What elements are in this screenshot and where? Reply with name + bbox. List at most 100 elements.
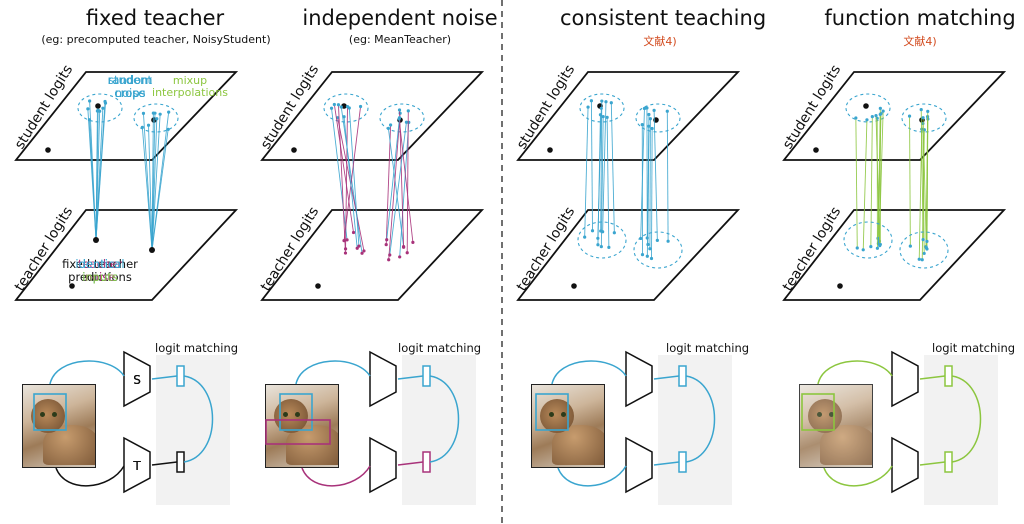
logit-point <box>332 102 336 107</box>
logit-point <box>922 251 926 256</box>
logit-dot <box>95 103 101 109</box>
logit-point <box>612 231 616 235</box>
matching-curve <box>685 375 716 463</box>
logit-link <box>600 116 604 247</box>
logit-point <box>648 117 652 121</box>
logit-point <box>925 239 929 243</box>
logit-dot <box>813 147 819 153</box>
logit-point <box>666 239 670 243</box>
logit-matching-bg <box>402 355 476 505</box>
logit-point <box>343 251 348 255</box>
logit-point <box>360 251 364 255</box>
logit-point <box>640 123 644 127</box>
logit-point <box>387 258 391 262</box>
logit-point <box>652 108 656 112</box>
logit-link <box>398 118 414 243</box>
logit-link <box>338 104 346 254</box>
logit-point <box>398 111 402 115</box>
logit-point <box>103 101 108 105</box>
logit-link <box>862 119 868 250</box>
matching-curve <box>951 375 982 463</box>
logit-link <box>651 128 653 259</box>
student-plane-label: student logits <box>258 62 322 152</box>
student-annotation: student <box>108 73 152 87</box>
logit-point <box>878 112 882 117</box>
logit-link <box>922 117 927 248</box>
student-plane-label: student logits <box>780 62 844 152</box>
panel4-logit-matching-label: logit matching <box>932 341 1016 355</box>
teacher-model-label: T <box>132 459 141 473</box>
teacher-plane <box>260 209 485 301</box>
teacher-logit-bar <box>176 451 185 473</box>
logit-link <box>386 117 400 240</box>
logit-point <box>861 248 865 252</box>
logit-point <box>357 244 361 248</box>
crop-region <box>379 103 425 133</box>
logit-link <box>141 127 153 251</box>
logit-dot <box>863 103 869 109</box>
logit-point <box>406 109 410 113</box>
logit-link <box>406 110 409 253</box>
logit-link <box>918 129 923 260</box>
panel3-logit-matching-label: logit matching <box>666 341 750 355</box>
logit-point <box>855 246 859 250</box>
panel2-title: independent noise <box>302 6 498 30</box>
logit-link <box>151 118 158 251</box>
panel2-logit-matching-label: logit matching <box>398 341 482 355</box>
panel1-subtitle: (eg: precomputed teacher, NoisyStudent) <box>41 33 271 46</box>
teacher-logit-bar <box>944 451 953 473</box>
logit-point <box>95 109 100 113</box>
student-annotation: crops <box>114 86 145 100</box>
logit-point <box>878 242 882 247</box>
logit-point <box>385 238 389 242</box>
identical-input-region <box>843 221 893 259</box>
student-annotation: crops <box>114 86 145 100</box>
panel3-subtitle: 文献4) <box>643 35 677 48</box>
logit-point <box>590 229 595 233</box>
logit-point <box>397 116 402 120</box>
crop-region <box>323 93 369 123</box>
student-annotation: random <box>108 73 153 87</box>
logit-point <box>596 243 600 247</box>
logit-point <box>600 99 604 103</box>
logit-point <box>598 113 603 117</box>
logit-point <box>599 106 603 110</box>
student-model-label: S <box>133 373 141 387</box>
teacher-crop-box <box>265 419 331 445</box>
logit-point <box>397 108 402 112</box>
image-to-student-link <box>295 360 371 385</box>
logit-link <box>600 101 603 232</box>
logit-point <box>358 104 363 109</box>
teacher-prediction <box>149 247 155 253</box>
student-annotation: noise <box>115 86 146 100</box>
logit-point <box>607 245 611 249</box>
logit-point <box>601 230 605 234</box>
logit-link <box>151 113 154 251</box>
teacher-annotation: identical <box>75 257 124 271</box>
logit-point <box>649 256 654 261</box>
logit-dot <box>69 283 75 289</box>
cat-image-4 <box>799 384 873 468</box>
logit-point <box>645 236 649 240</box>
student-model <box>123 350 151 408</box>
logit-point <box>646 242 650 247</box>
student-annotation-2: mixup <box>173 74 207 87</box>
logit-point <box>362 249 366 253</box>
logit-point <box>140 125 144 129</box>
crop-region <box>133 103 179 133</box>
logit-point <box>583 235 587 239</box>
student-logit-bar <box>944 365 953 387</box>
logit-point <box>351 230 356 235</box>
logit-point <box>388 253 392 257</box>
panel2-subtitle: (eg: MeanTeacher) <box>348 33 452 46</box>
logit-point <box>151 111 155 115</box>
teacher-model <box>123 436 151 494</box>
teacher-annotation: inputs <box>82 270 118 284</box>
logit-point <box>854 116 858 120</box>
image-to-student-link <box>49 360 125 385</box>
logit-link <box>597 114 601 245</box>
teacher-output-link <box>653 461 680 466</box>
